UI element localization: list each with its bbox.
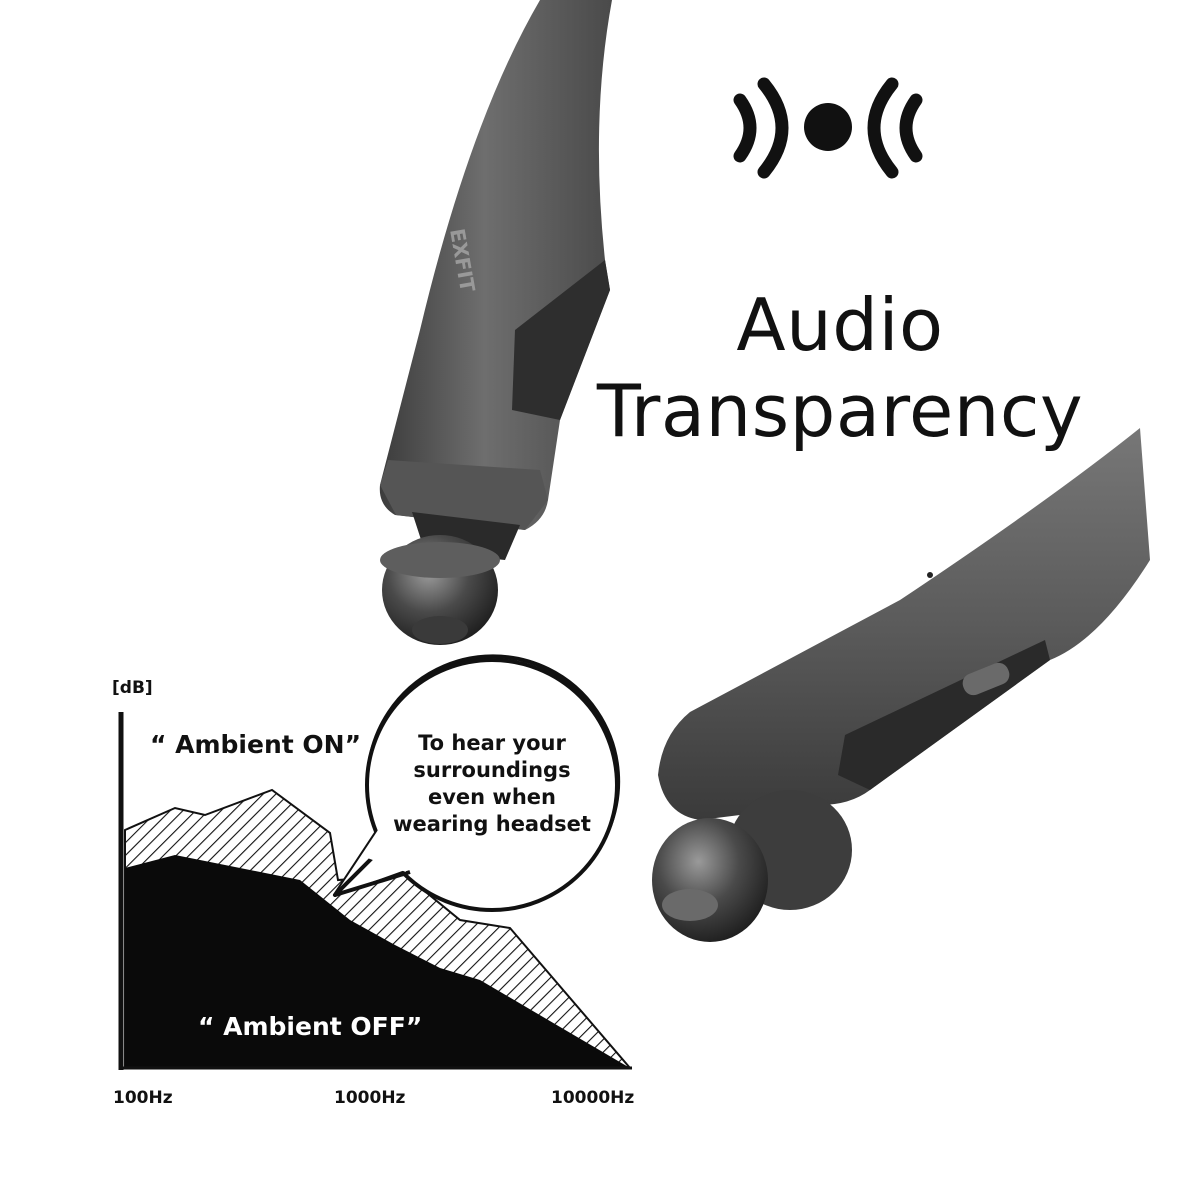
x-tick-1000hz: 1000Hz <box>334 1088 406 1108</box>
x-tick-100hz: 100Hz <box>113 1088 173 1108</box>
left-neckband-arm <box>379 0 612 560</box>
left-earbud <box>380 535 500 645</box>
ambient-on-label: “ Ambient ON” <box>150 730 362 759</box>
right-earbud <box>652 790 852 942</box>
callout-text: To hear your surroundings even when wear… <box>393 731 591 836</box>
title-line-1: Audio <box>736 283 944 367</box>
ambient-off-label: “ Ambient OFF” <box>198 1012 423 1041</box>
right-neckband-arm <box>658 428 1150 820</box>
control-button <box>962 662 1010 696</box>
page-title: Audio Transparency <box>560 282 1120 454</box>
x-tick-10000hz: 10000Hz <box>551 1088 635 1108</box>
title-line-2: Transparency <box>596 369 1084 453</box>
y-axis-unit: [dB] <box>112 678 153 698</box>
